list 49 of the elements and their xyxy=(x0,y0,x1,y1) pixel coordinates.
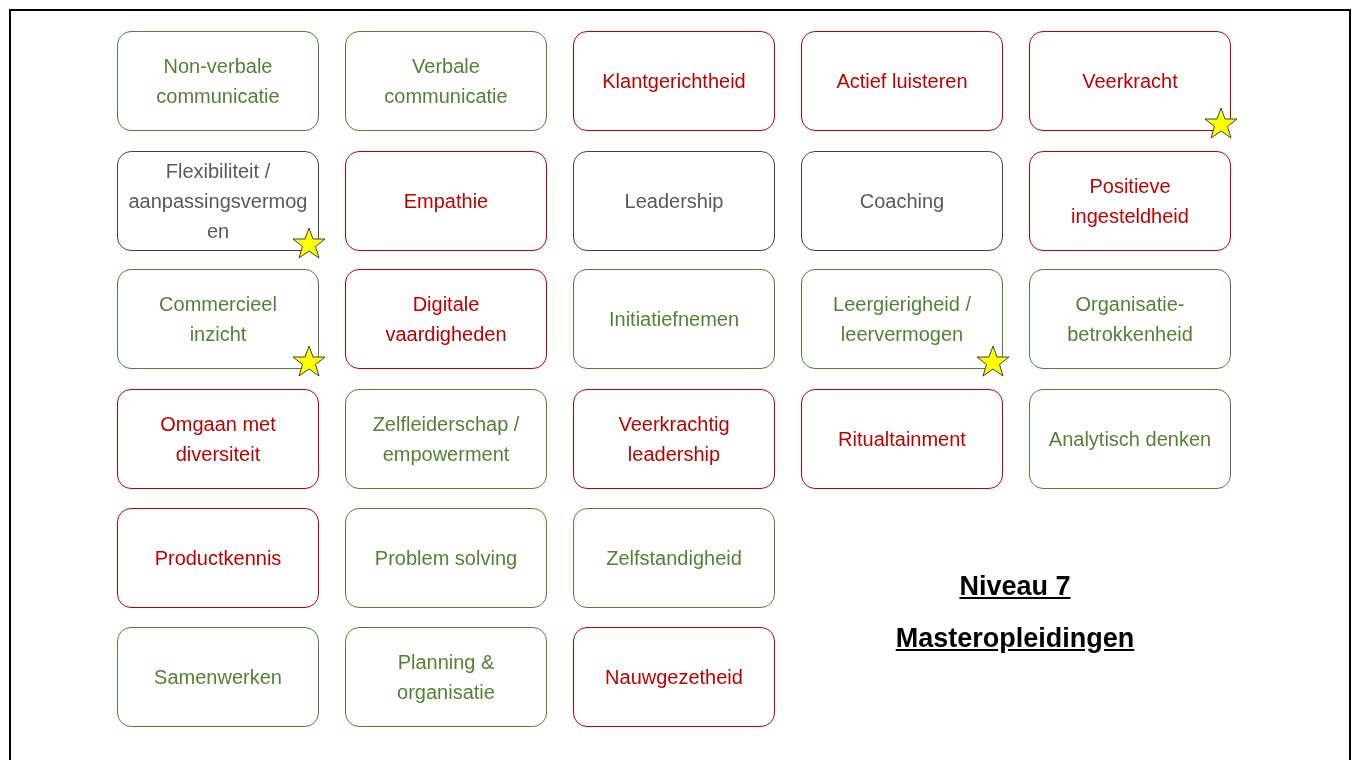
skill-label: Klantgerichtheid xyxy=(602,69,746,94)
skill-label: Leadership xyxy=(624,189,724,214)
skill-label: Coaching xyxy=(859,189,945,214)
skill-label: Problem solving xyxy=(374,546,518,571)
skill-box xyxy=(801,389,1003,489)
skill-label: Veerkrachtig leadership xyxy=(617,412,731,467)
skill-box xyxy=(801,31,1003,131)
skill-box xyxy=(345,627,547,727)
skill-label: Zelfstandigheid xyxy=(606,546,742,571)
skill-label: Non-verbale communicatie xyxy=(155,54,281,109)
skill-box xyxy=(573,269,775,369)
skill-label: Productkennis xyxy=(154,546,282,571)
skill-label: Nauwgezetheid xyxy=(605,665,743,690)
skill-box xyxy=(117,389,319,489)
skill-label: Ritualtainment xyxy=(838,427,966,452)
skill-label: Initiatiefnemen xyxy=(608,307,740,332)
skill-label: Flexibiliteit / aanpassingsvermogen xyxy=(128,159,308,244)
skill-label: Zelfleiderschap / empowerment xyxy=(371,412,521,467)
skill-box xyxy=(345,389,547,489)
skill-box xyxy=(345,508,547,608)
skill-box xyxy=(117,508,319,608)
skill-label: Veerkracht xyxy=(1082,69,1178,94)
title: Niveau 7 Masteropleidingen xyxy=(894,570,1136,655)
skill-box xyxy=(345,151,547,251)
skill-box xyxy=(801,151,1003,251)
skill-box xyxy=(345,269,547,369)
skill-label: Verbale communicatie xyxy=(383,54,509,109)
skill-label: Commercieel inzicht xyxy=(158,292,278,347)
skill-box xyxy=(117,627,319,727)
skill-label: Leergierigheid / leervermogen xyxy=(832,292,972,347)
skill-label: Digitale vaardigheden xyxy=(384,292,508,347)
skill-label: Actief luisteren xyxy=(836,69,968,94)
skill-box xyxy=(1029,389,1231,489)
skill-label: Planning & organisatie xyxy=(396,650,496,705)
skill-label: Analytisch denken xyxy=(1048,427,1212,452)
skill-label: Positieve ingesteldheid xyxy=(1070,174,1190,229)
skill-box xyxy=(573,508,775,608)
skill-box xyxy=(573,31,775,131)
skill-box xyxy=(1029,151,1231,251)
skill-label: Omgaan met diversiteit xyxy=(159,412,277,467)
skill-box xyxy=(573,389,775,489)
skill-box xyxy=(573,151,775,251)
skill-box xyxy=(573,627,775,727)
skill-label: Empathie xyxy=(403,189,489,214)
skill-box xyxy=(117,31,319,131)
skill-box xyxy=(345,31,547,131)
skill-box xyxy=(1029,269,1231,369)
skill-label: Samenwerken xyxy=(154,665,282,690)
skill-label: Organisatie- betrokkenheid xyxy=(1066,292,1194,347)
